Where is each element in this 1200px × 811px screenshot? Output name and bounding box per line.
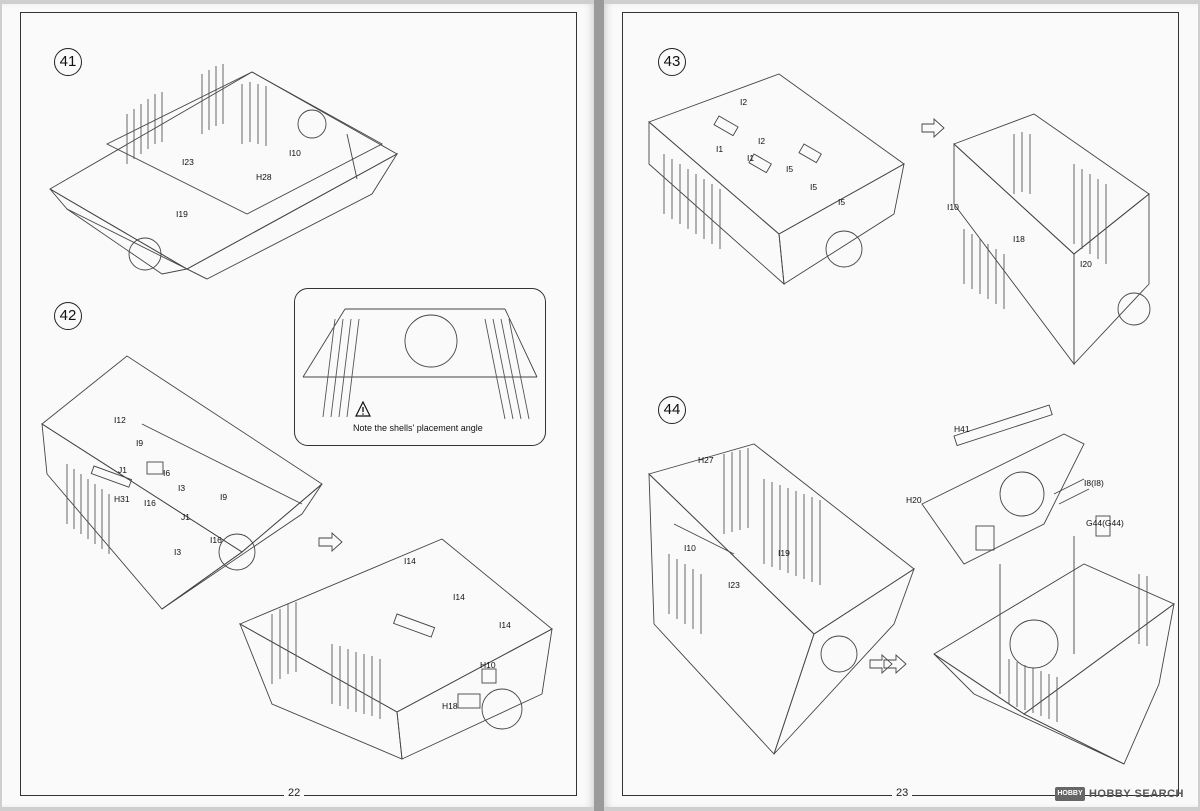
- part-label: I10: [947, 202, 959, 212]
- part-label: H10: [480, 660, 496, 670]
- part-label: I9: [136, 438, 144, 448]
- part-label: I16: [144, 498, 156, 508]
- part-label: I5: [786, 164, 794, 174]
- part-label: J1: [118, 465, 127, 475]
- part-label: H28: [256, 172, 272, 182]
- warning-icon: [355, 401, 371, 417]
- part-label: I23: [728, 580, 740, 590]
- part-label: I10: [684, 543, 696, 553]
- part-label: I9: [220, 492, 228, 502]
- step-number-43: 43: [658, 48, 686, 76]
- part-label: H31: [114, 494, 130, 504]
- part-label: I1: [747, 153, 755, 163]
- part-label: I8(I8): [1084, 478, 1104, 488]
- part-label: I2: [740, 97, 748, 107]
- part-label: I5: [838, 197, 846, 207]
- part-label: I5: [810, 182, 818, 192]
- part-label: H20: [906, 495, 922, 505]
- page-number-right: 23: [892, 787, 913, 799]
- part-label: H27: [698, 455, 714, 465]
- part-label: I16: [210, 535, 222, 545]
- page-number-left: 22: [284, 787, 305, 799]
- callout-note: Note the shells' placement angle: [353, 423, 483, 433]
- step-number-44: 44: [658, 396, 686, 424]
- part-label: I6: [163, 468, 171, 478]
- watermark: HOBBY HOBBY SEARCH: [1054, 787, 1184, 801]
- step-number-42: 42: [54, 302, 82, 330]
- part-label: I19: [176, 209, 188, 219]
- shell-angle-callout: Note the shells' placement angle: [294, 288, 546, 446]
- part-label: J1: [181, 512, 190, 522]
- part-label: I19: [778, 548, 790, 558]
- part-label: I3: [178, 483, 186, 493]
- callout-drawing: [302, 308, 538, 420]
- part-label: I12: [114, 415, 126, 425]
- part-label: G44(G44): [1086, 518, 1124, 528]
- part-label: I18: [1013, 234, 1025, 244]
- assembly-drawing-right: [648, 73, 1175, 765]
- page-right: 43 44 I2 I2 I1 I1 I5 I5 I5 I10 I18 I20 H…: [604, 4, 1198, 807]
- binding-gutter: [594, 0, 604, 811]
- hull-outline-41: [49, 71, 398, 270]
- part-label: I23: [182, 157, 194, 167]
- part-label: I14: [404, 556, 416, 566]
- part-label: I14: [499, 620, 511, 630]
- part-label: H18: [442, 701, 458, 711]
- part-label: I20: [1080, 259, 1092, 269]
- part-label: I3: [174, 547, 182, 557]
- assembly-drawing-left: [41, 64, 553, 760]
- part-label: I1: [716, 144, 724, 154]
- watermark-text: HOBBY SEARCH: [1088, 788, 1184, 800]
- step-number-41: 41: [54, 48, 82, 76]
- part-label: I2: [758, 136, 766, 146]
- part-label: I10: [289, 148, 301, 158]
- hobby-search-logo: HOBBY: [1054, 787, 1085, 801]
- page-left: 41 42 I23 I10 H28 I19 I12 I9 J1 I6 H31 I…: [2, 4, 594, 807]
- part-label: I14: [453, 592, 465, 602]
- part-label: H41: [954, 424, 970, 434]
